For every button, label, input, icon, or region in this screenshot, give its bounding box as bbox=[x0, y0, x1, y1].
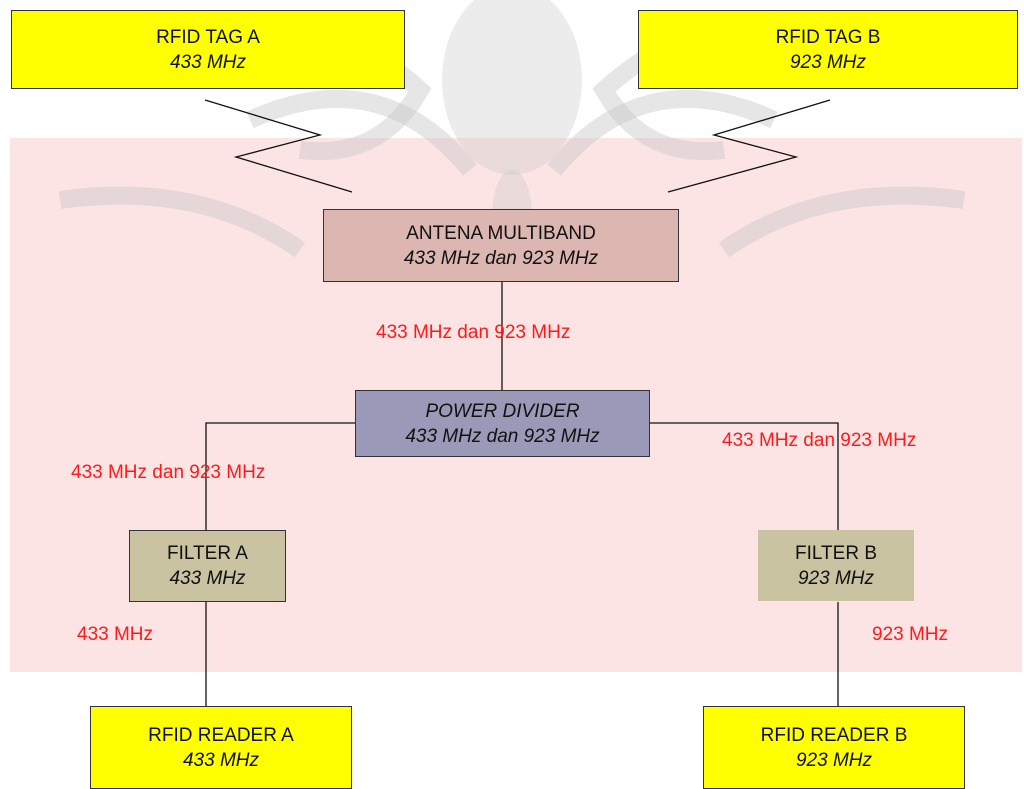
rfid-tag-a-title: RFID TAG A bbox=[156, 25, 260, 50]
label-divider-to-filter-a: 433 MHz dan 923 MHz bbox=[71, 462, 265, 484]
label-antenna-to-divider: 433 MHz dan 923 MHz bbox=[376, 322, 570, 344]
rfid-tag-a: RFID TAG A 433 MHz bbox=[11, 10, 405, 89]
rfid-tag-b: RFID TAG B 923 MHz bbox=[638, 10, 1018, 89]
filter-a: FILTER A 433 MHz bbox=[129, 530, 286, 602]
power-divider-title: POWER DIVIDER bbox=[425, 399, 579, 424]
rfid-reader-b: RFID READER B 923 MHz bbox=[703, 706, 965, 789]
tag-b-antenna-link bbox=[668, 100, 830, 192]
label-filter-a-to-reader-a: 433 MHz bbox=[77, 624, 153, 646]
rfid-reader-a-frequency: 433 MHz bbox=[183, 748, 259, 773]
rfid-reader-b-title: RFID READER B bbox=[761, 723, 908, 748]
rfid-tag-b-frequency: 923 MHz bbox=[790, 50, 866, 75]
filter-b: FILTER B 923 MHz bbox=[758, 530, 914, 601]
filter-a-title: FILTER A bbox=[167, 541, 248, 566]
antenna-title: ANTENA MULTIBAND bbox=[406, 221, 596, 246]
rfid-tag-b-title: RFID TAG B bbox=[776, 25, 881, 50]
power-divider-frequency: 433 MHz dan 923 MHz bbox=[405, 424, 599, 449]
filter-b-title: FILTER B bbox=[795, 541, 877, 566]
rfid-tag-a-frequency: 433 MHz bbox=[170, 50, 246, 75]
rfid-reader-a-title: RFID READER A bbox=[148, 723, 294, 748]
filter-a-frequency: 433 MHz bbox=[169, 566, 245, 591]
rfid-reader-b-frequency: 923 MHz bbox=[796, 748, 872, 773]
label-filter-b-to-reader-b: 923 MHz bbox=[872, 624, 948, 646]
antenna-frequency: 433 MHz dan 923 MHz bbox=[404, 246, 598, 271]
filter-b-frequency: 923 MHz bbox=[798, 566, 874, 591]
antenna-multiband: ANTENA MULTIBAND 433 MHz dan 923 MHz bbox=[323, 209, 679, 282]
label-divider-to-filter-b: 433 MHz dan 923 MHz bbox=[722, 430, 916, 452]
rfid-reader-a: RFID READER A 433 MHz bbox=[90, 706, 352, 789]
power-divider: POWER DIVIDER 433 MHz dan 923 MHz bbox=[355, 390, 650, 457]
tag-a-antenna-link bbox=[205, 100, 352, 192]
